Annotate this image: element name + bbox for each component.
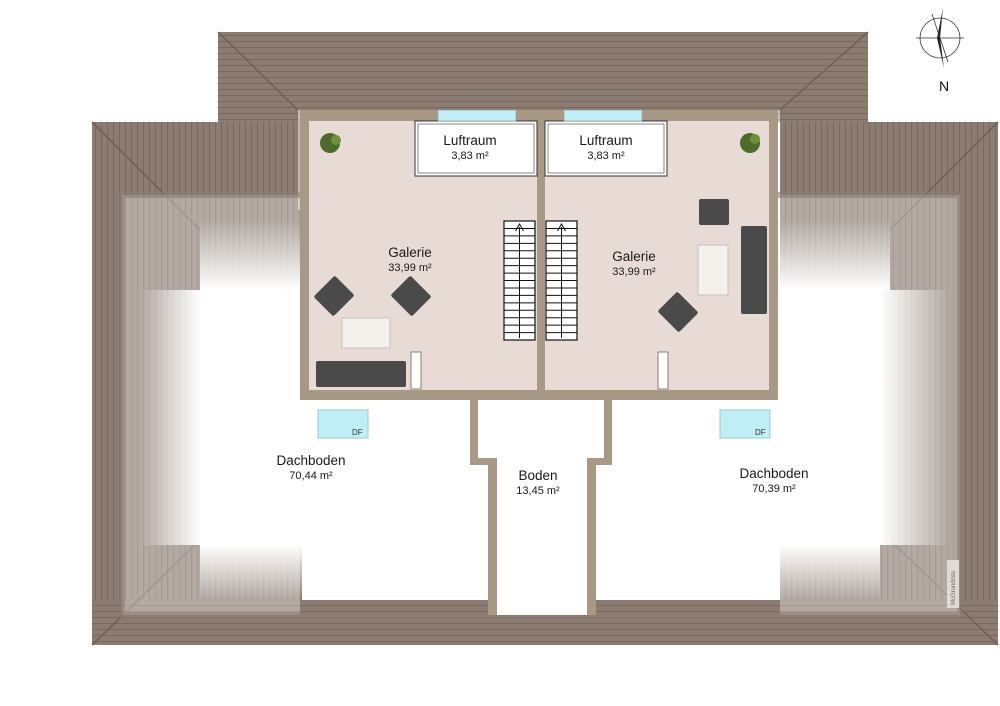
dachboden-left-name: Dachboden [276,453,345,468]
coffee-table-right [697,244,729,296]
boden-room [470,400,612,615]
compass-icon: N [916,8,964,94]
luftraum-left-name: Luftraum [443,133,496,148]
watermark: McGrundriss [947,560,959,608]
luftraum-right-area: 3,83 m² [587,150,625,162]
luftraum-right-name: Luftraum [579,133,632,148]
armchair-right-1 [699,199,729,225]
galerie-right-name: Galerie [612,249,656,264]
svg-text:DF: DF [755,428,766,437]
dachboden-right-name: Dachboden [739,466,808,481]
luftraum-voids [414,109,668,177]
skylight-right: DF [719,409,771,439]
luftraum-left-area: 3,83 m² [451,150,489,162]
door-right [657,351,669,390]
stair-arrow-icon [515,222,524,232]
svg-text:McGrundriss: McGrundriss [951,571,957,605]
galerie-left-name: Galerie [388,245,432,260]
compass-north-label: N [939,78,949,94]
dachboden-right-area: 70,39 m² [752,483,796,495]
door-left [410,351,422,390]
boden-area: 13,45 m² [516,485,560,497]
galerie-right-area: 33,99 m² [612,266,656,278]
furniture-left [314,133,431,390]
boden-name: Boden [518,468,557,483]
armchair-left-1 [314,276,354,316]
galerie-left-area: 33,99 m² [388,262,432,274]
svg-text:DF: DF [352,428,363,437]
skylight-left: DF [317,409,369,439]
sofa-right [741,226,767,314]
armchair-left-2 [391,276,431,316]
dachboden-left-area: 70,44 m² [289,470,333,482]
sofa-left [316,361,406,387]
coffee-table-left [341,317,391,349]
furniture-right [657,133,767,390]
stair-arrow-icon [557,222,566,232]
room-labels: Luftraum 3,83 m² Luftraum 3,83 m² Galeri… [276,133,808,497]
armchair-right-2 [658,292,698,332]
